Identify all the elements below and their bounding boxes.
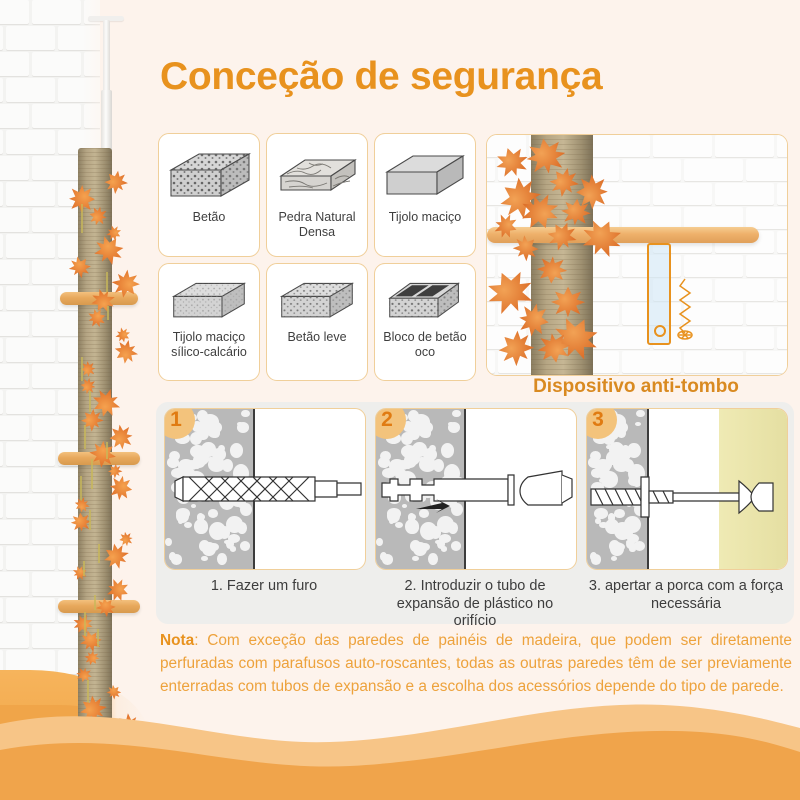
ceiling-plate [88, 16, 124, 21]
installation-steps-panel: 1 1. Fazer um furo 2 2. Int [156, 402, 794, 629]
photo-panel-caption: Dispositivo anti-tombo [533, 376, 739, 397]
telescoping-rod-lower [101, 90, 112, 152]
wall-material-grid: Betão Pedra Natural Densa [158, 133, 476, 381]
step-caption: 1. Fazer um furo [210, 578, 318, 594]
step-1-illustration: 1 [164, 408, 366, 570]
note-lead: Nota [160, 632, 195, 649]
step-2[interactable]: 2 2. Introduzir o tubo de expansão de pl… [375, 408, 577, 631]
platform-shelf [487, 227, 759, 243]
hollow-concrete-block-icon [381, 276, 469, 328]
lightweight-concrete-block-icon [273, 276, 361, 328]
screw-icon [677, 275, 693, 341]
drill-bit-icon [174, 476, 362, 502]
telescoping-rod [103, 20, 110, 150]
bottom-wave-decoration [0, 704, 800, 800]
bracket-hole-icon [654, 325, 666, 337]
material-label: Betão leve [287, 330, 347, 344]
step-3[interactable]: 3 3. apertar a porca com a força necessá… [586, 408, 788, 613]
note-separator: : [194, 632, 208, 649]
material-label: Tijolo maciço [388, 210, 462, 224]
anti-tip-bracket-icon [647, 243, 671, 345]
material-card-tijolo-silico-calcario[interactable]: Tijolo maciço sílico-calcário [158, 263, 260, 381]
platform-shelf [58, 600, 140, 613]
natural-stone-block-icon [273, 146, 361, 208]
wall-fade-overlay [0, 0, 150, 800]
screw-tighten-icon [590, 476, 774, 518]
sand-lime-brick-icon [165, 276, 253, 328]
material-label: Tijolo maciço sílico-calcário [171, 330, 247, 359]
material-label: Pedra Natural Densa [278, 210, 356, 239]
material-card-pedra-natural-densa[interactable]: Pedra Natural Densa [266, 133, 368, 257]
step-caption: 3. apertar a porca com a força necessári… [588, 578, 784, 612]
page-title: Conceção de segurança [160, 55, 603, 98]
concrete-block-icon [165, 146, 253, 208]
step-caption: 2. Introduzir o tubo de expansão de plás… [396, 578, 554, 630]
material-card-tijolo-macico[interactable]: Tijolo maciço [374, 133, 476, 257]
expansion-plug-icon [381, 470, 573, 513]
material-card-betao-leve[interactable]: Betão leve [266, 263, 368, 381]
solid-brick-icon [381, 146, 469, 208]
note-text: Nota: Com exceção das paredes de painéis… [160, 630, 792, 698]
note-body: Com exceção das paredes de painéis de ma… [160, 632, 792, 695]
step-3-illustration: 3 [586, 408, 788, 570]
material-card-betao[interactable]: Betão [158, 133, 260, 257]
material-card-bloco-betao-oco[interactable]: Bloco de betão oco [374, 263, 476, 381]
step-1[interactable]: 1 1. Fazer um furo [164, 408, 366, 596]
material-label: Bloco de betão oco [383, 330, 467, 359]
wall-gap [647, 409, 719, 569]
material-label: Betão [192, 210, 226, 224]
step-2-illustration: 2 [375, 408, 577, 570]
anti-tip-photo-panel [486, 134, 788, 376]
wood-panel-layer [719, 409, 787, 569]
